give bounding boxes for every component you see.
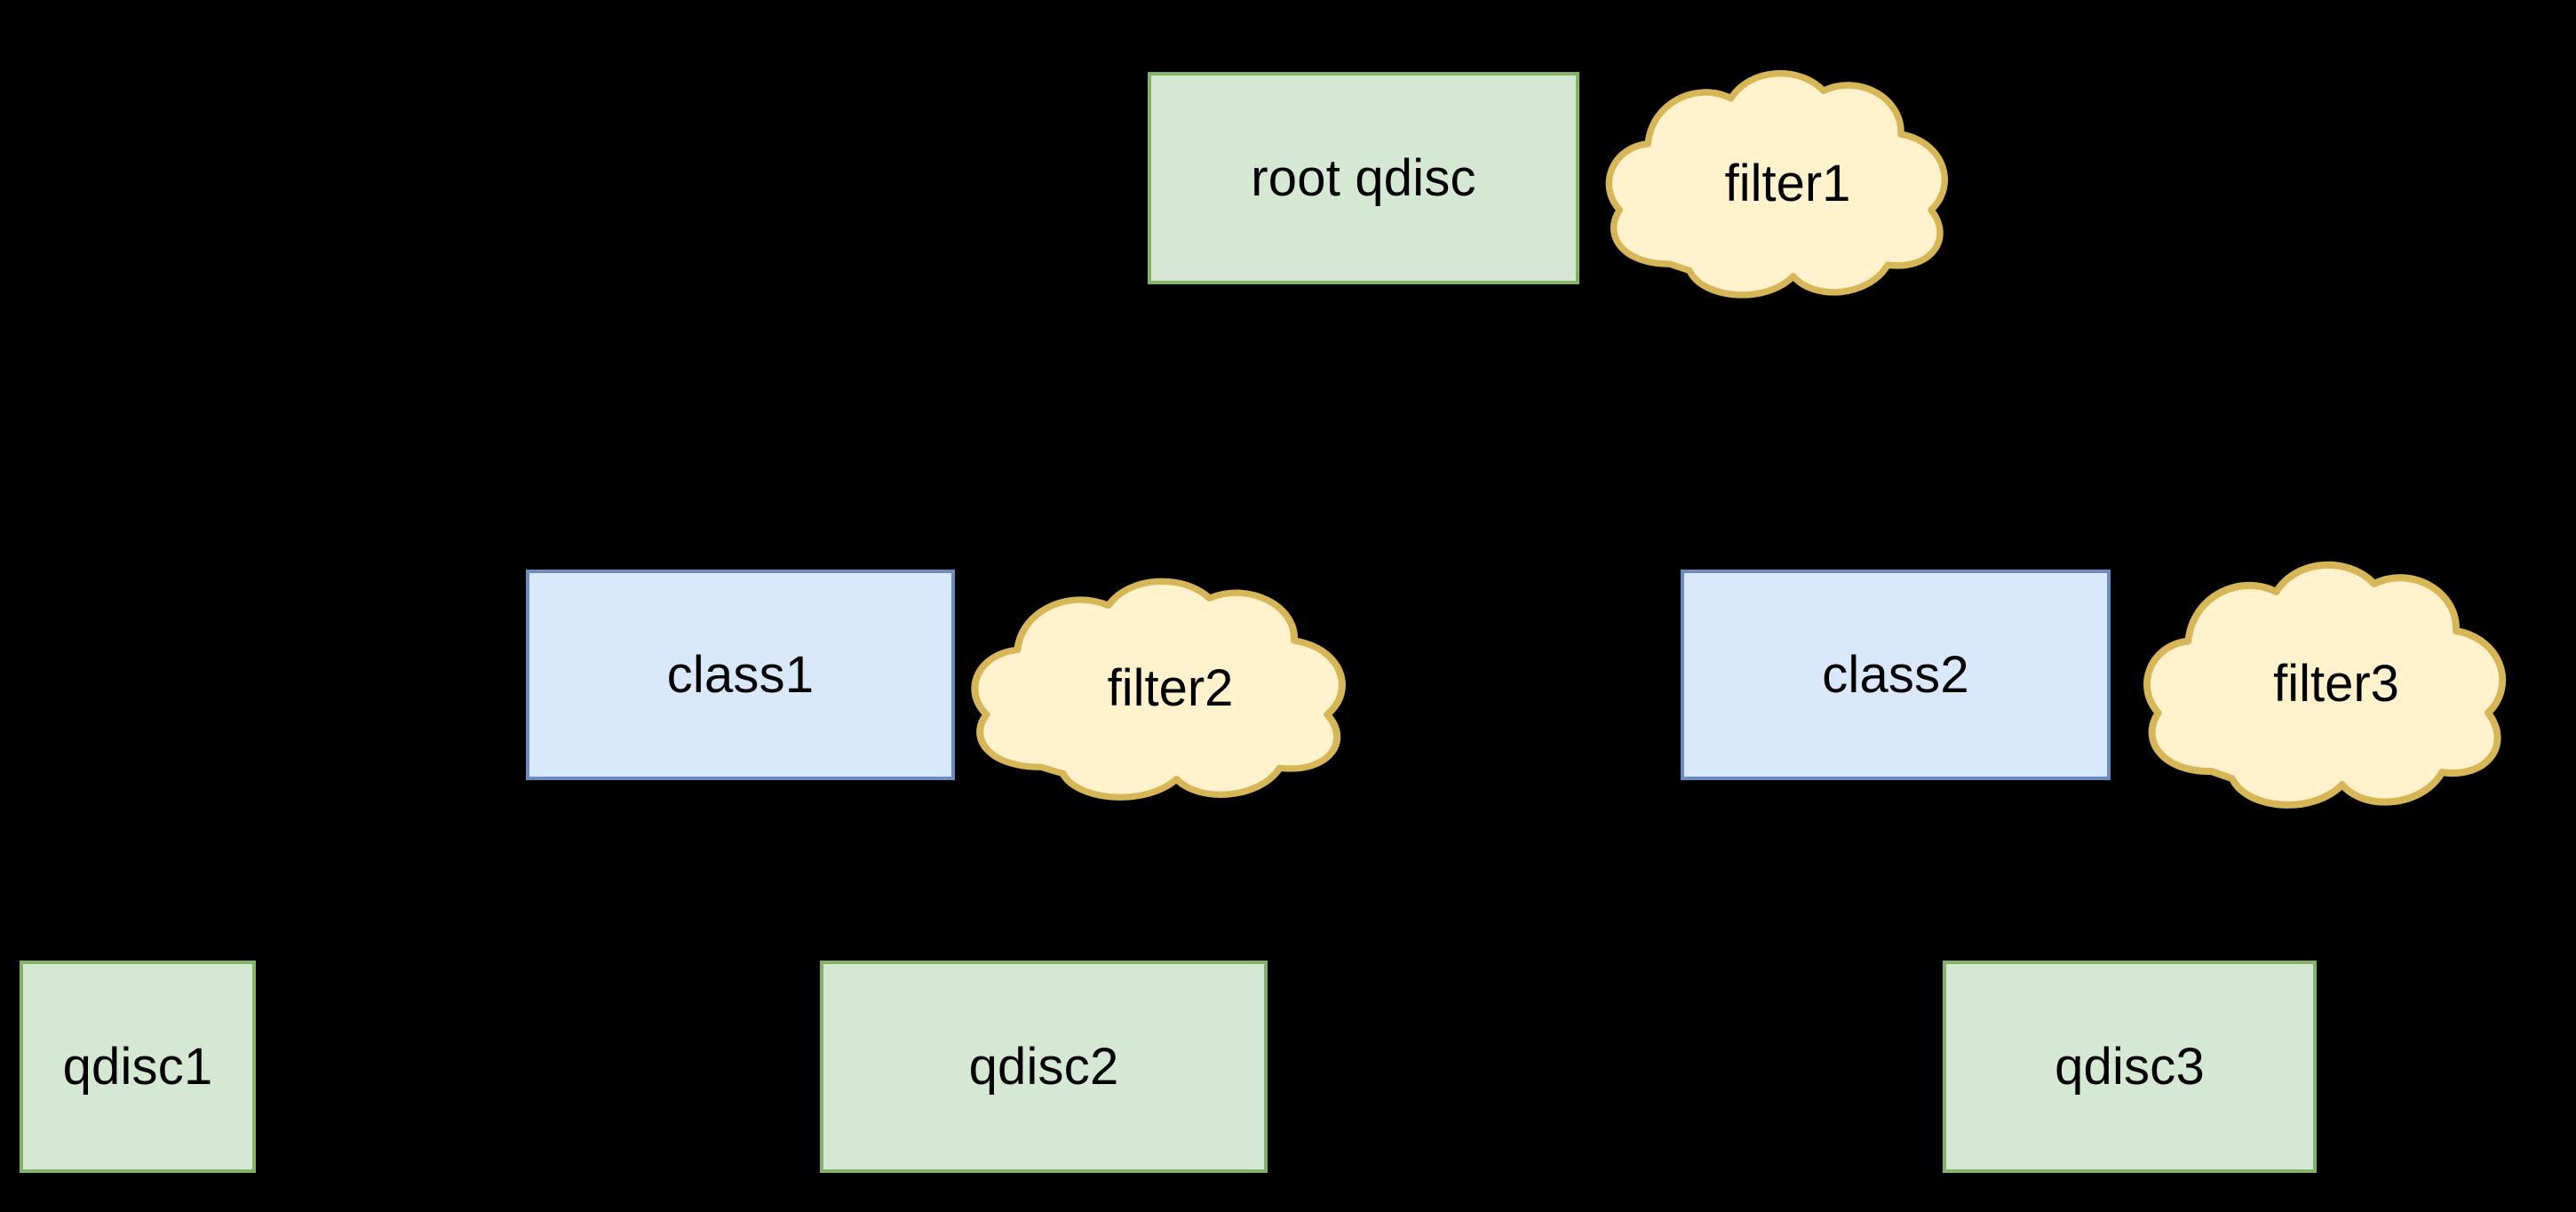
edge-class2-to-qdisc3 (1893, 780, 2150, 965)
class1-label: class1 (666, 645, 815, 704)
cloud-shape-icon (2143, 561, 2506, 809)
qdisc3-node[interactable]: qdisc3 (1943, 961, 2317, 1173)
cloud-shape-icon (971, 578, 1346, 801)
edge-root-to-class1 (720, 284, 1366, 574)
class2-label: class2 (1822, 645, 1969, 704)
filter1-cloud[interactable]: filter1 (1599, 60, 1976, 307)
class2-node[interactable]: class2 (1681, 570, 2111, 780)
root-qdisc-label: root qdisc (1251, 148, 1476, 207)
qdisc2-label: qdisc2 (968, 1037, 1119, 1096)
filter2-cloud[interactable]: filter2 (964, 569, 1377, 809)
edge-root-to-class2 (1361, 284, 1916, 574)
qdisc2-node[interactable]: qdisc2 (820, 961, 1268, 1173)
qdisc1-label: qdisc1 (62, 1037, 213, 1096)
cloud-shape-icon (1605, 69, 1948, 299)
filter3-cloud[interactable]: filter3 (2136, 551, 2536, 817)
edge-class1-to-qdisc1 (117, 780, 743, 965)
class1-node[interactable]: class1 (526, 570, 955, 780)
root-qdisc-node[interactable]: root qdisc (1148, 72, 1579, 284)
qdisc1-node[interactable]: qdisc1 (20, 961, 256, 1173)
qdisc3-label: qdisc3 (2055, 1037, 2205, 1096)
